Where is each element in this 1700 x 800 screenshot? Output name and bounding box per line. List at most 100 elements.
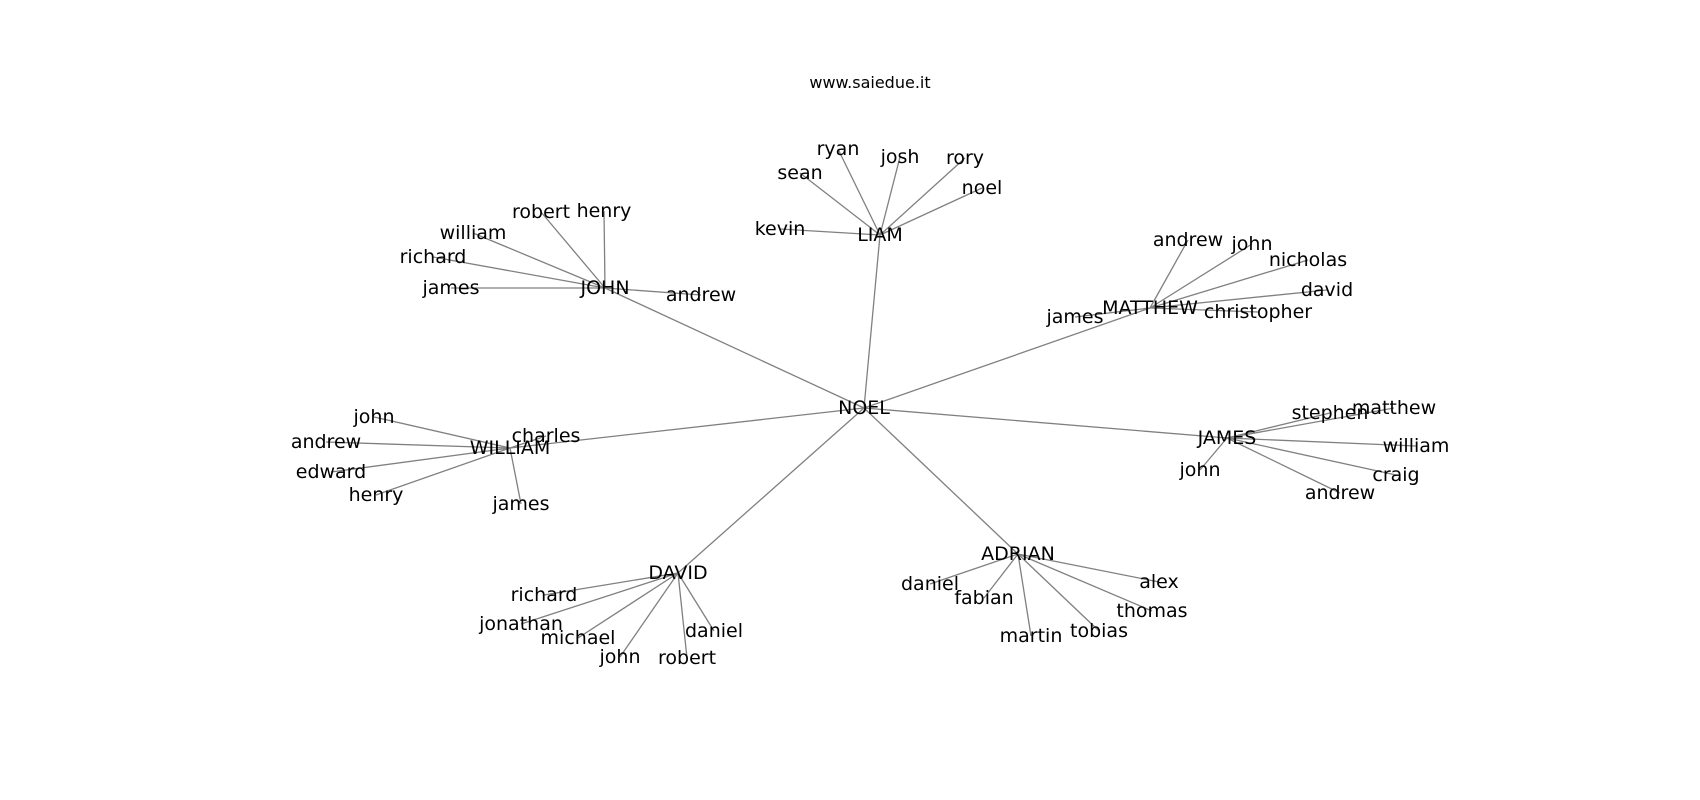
edge-william-charles xyxy=(509,435,547,449)
leaf-node-william-james: james xyxy=(491,493,549,515)
edge-matthew-andrew xyxy=(1149,239,1189,309)
leaf-node-adrian-martin: martin xyxy=(1000,625,1063,647)
edge-adrian-tobias xyxy=(1017,553,1100,632)
edge-james-stephen xyxy=(1226,412,1331,439)
edge-noel-david xyxy=(677,407,865,574)
leaf-node-matthew-christopher: christopher xyxy=(1204,301,1312,323)
leaf-node-william-andrew: andrew xyxy=(291,431,361,453)
leaf-node-james-craig: craig xyxy=(1372,464,1419,486)
edge-william-edward xyxy=(330,447,511,473)
leaf-node-david-jonathan: jonathan xyxy=(478,613,563,635)
leaf-node-william-henry: henry xyxy=(349,484,404,506)
edge-matthew-james xyxy=(1074,307,1151,318)
leaf-node-matthew-david: david xyxy=(1301,279,1353,301)
edge-james-craig xyxy=(1226,437,1397,476)
edges xyxy=(325,148,1417,659)
edge-matthew-john xyxy=(1149,243,1253,309)
edge-john-robert xyxy=(540,211,606,289)
hub-node-john: JOHN xyxy=(579,277,629,299)
edge-william-james xyxy=(509,447,522,505)
edge-john-william xyxy=(472,232,606,289)
leaf-node-james-william: william xyxy=(1383,435,1450,457)
leaf-node-adrian-alex: alex xyxy=(1139,571,1179,593)
edge-william-henry xyxy=(375,447,511,496)
leaf-node-james-matthew: matthew xyxy=(1352,397,1436,419)
leaf-node-james-andrew: andrew xyxy=(1305,482,1375,504)
leaf-node-matthew-nicholas: nicholas xyxy=(1269,249,1347,271)
leaf-node-david-richard: richard xyxy=(511,584,578,606)
leaf-node-liam-kevin: kevin xyxy=(755,218,806,240)
edge-adrian-martin xyxy=(1017,553,1032,637)
hub-node-william: WILLIAM xyxy=(470,437,551,459)
edge-james-john xyxy=(1199,437,1228,471)
leaf-node-john-robert: robert xyxy=(512,201,570,223)
edge-noel-john xyxy=(604,287,865,409)
edge-james-william xyxy=(1226,437,1417,447)
leaf-node-james-stephen: stephen xyxy=(1292,402,1369,424)
edge-david-robert xyxy=(677,572,688,659)
edge-liam-noel xyxy=(879,187,983,236)
leaf-node-liam-noel: noel xyxy=(962,177,1003,199)
edge-adrian-thomas xyxy=(1017,553,1153,612)
edge-adrian-fabian xyxy=(983,553,1019,599)
leaf-node-liam-ryan: ryan xyxy=(817,138,860,160)
edge-matthew-christopher xyxy=(1149,307,1259,313)
edge-liam-josh xyxy=(879,156,901,236)
leaf-node-john-james: james xyxy=(421,277,479,299)
edge-matthew-nicholas xyxy=(1149,259,1309,309)
edge-john-andrew xyxy=(604,287,702,296)
hub-node-james: JAMES xyxy=(1197,427,1257,449)
leaf-node-john-william: william xyxy=(440,222,507,244)
leaf-node-james-john: john xyxy=(1179,459,1221,481)
leaf-node-john-andrew: andrew xyxy=(666,284,736,306)
root-node-noel: NOEL xyxy=(838,397,890,419)
edge-noel-william xyxy=(509,407,865,449)
edge-david-jonathan xyxy=(520,572,679,625)
leaf-node-adrian-tobias: tobias xyxy=(1070,620,1128,642)
edge-noel-matthew xyxy=(863,307,1151,409)
leaf-node-david-john: john xyxy=(599,646,641,668)
edge-noel-james xyxy=(863,407,1228,439)
edge-noel-adrian xyxy=(863,407,1019,555)
edge-adrian-daniel xyxy=(929,553,1019,585)
edge-liam-ryan xyxy=(837,148,881,236)
leaf-node-william-charles: charles xyxy=(512,425,581,447)
leaf-node-matthew-john: john xyxy=(1231,233,1273,255)
edge-david-michael xyxy=(577,572,679,639)
edge-william-john xyxy=(373,416,511,449)
edge-john-richard xyxy=(432,256,606,289)
leaf-node-adrian-daniel: daniel xyxy=(901,573,959,595)
leaf-node-john-richard: richard xyxy=(400,246,467,268)
leaf-node-adrian-fabian: fabian xyxy=(954,587,1013,609)
edge-adrian-alex xyxy=(1017,553,1160,583)
leaf-node-john-henry: henry xyxy=(577,200,632,222)
leaf-node-david-michael: michael xyxy=(541,627,616,649)
edge-david-daniel xyxy=(677,572,715,632)
leaf-node-matthew-andrew: andrew xyxy=(1153,229,1223,251)
edge-james-andrew xyxy=(1226,437,1341,494)
edge-james-matthew xyxy=(1226,407,1395,439)
edge-noel-liam xyxy=(863,234,881,409)
leaf-node-david-robert: robert xyxy=(658,647,716,669)
leaf-node-william-john: john xyxy=(353,406,395,428)
edge-david-john xyxy=(619,572,679,658)
hub-node-liam: LIAM xyxy=(857,224,903,246)
leaf-node-david-daniel: daniel xyxy=(685,620,743,642)
leaf-node-liam-rory: rory xyxy=(946,147,984,169)
edge-liam-rory xyxy=(879,157,966,236)
leaf-node-matthew-james: james xyxy=(1045,306,1103,328)
leaf-node-adrian-thomas: thomas xyxy=(1116,600,1187,622)
edge-liam-kevin xyxy=(779,228,881,236)
hub-node-matthew: MATTHEW xyxy=(1102,297,1198,319)
edge-david-richard xyxy=(543,572,679,596)
edge-william-andrew xyxy=(325,441,511,449)
edge-liam-sean xyxy=(799,172,881,236)
hub-node-david: DAVID xyxy=(648,562,707,584)
diagram-title: www.saiedue.it xyxy=(809,73,930,92)
hub-node-adrian: ADRIAN xyxy=(981,543,1055,565)
leaf-node-liam-sean: sean xyxy=(777,162,822,184)
leaf-node-william-edward: edward xyxy=(296,461,366,483)
leaf-node-liam-josh: josh xyxy=(880,146,920,168)
